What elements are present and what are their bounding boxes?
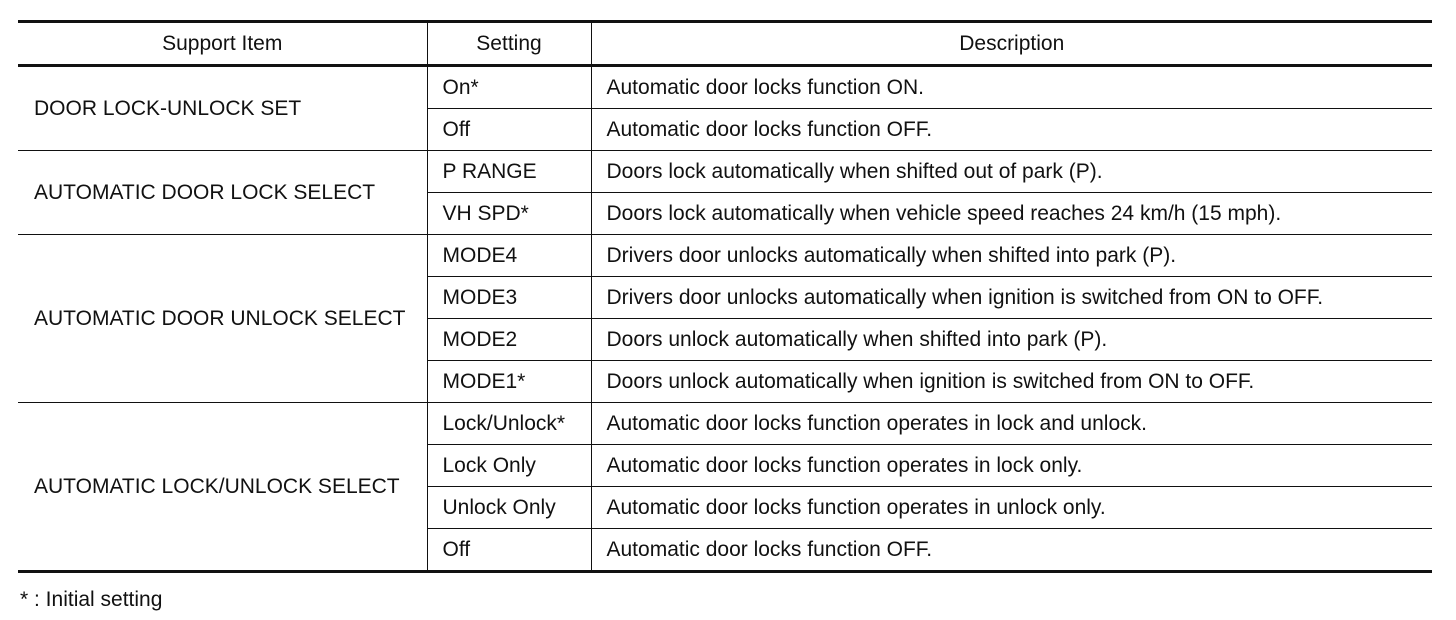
table-row: Unlock Only Automatic door locks functio… bbox=[18, 486, 1432, 529]
header-setting: Setting bbox=[426, 21, 591, 67]
description-cell: Drivers door unlocks automatically when … bbox=[590, 276, 1432, 319]
description-cell: Automatic door locks function operates i… bbox=[590, 402, 1432, 445]
header-support-item: Support Item bbox=[18, 21, 427, 67]
table-row: DOOR LOCK-UNLOCK SET On* Automatic door … bbox=[18, 65, 1432, 151]
description-cell: Automatic door locks function OFF. bbox=[590, 528, 1432, 572]
table-row: MODE1* Doors unlock automatically when i… bbox=[18, 360, 1432, 403]
initial-setting-footnote: * : Initial setting bbox=[20, 588, 163, 611]
table-row: AUTOMATIC LOCK/UNLOCK SELECT Lock/Unlock… bbox=[18, 402, 1432, 572]
setting-cell: P RANGE bbox=[426, 150, 591, 193]
setting-cell: Off bbox=[426, 108, 591, 151]
support-item-cell: DOOR LOCK-UNLOCK SET bbox=[18, 65, 427, 151]
header-description: Description bbox=[590, 21, 1432, 67]
table-header-row: Support Item Setting Description bbox=[18, 21, 1432, 67]
support-item-cell: AUTOMATIC LOCK/UNLOCK SELECT bbox=[18, 402, 427, 572]
description-cell: Automatic door locks function OFF. bbox=[590, 108, 1432, 151]
description-cell: Doors lock automatically when vehicle sp… bbox=[590, 192, 1432, 235]
description-cell: Doors unlock automatically when ignition… bbox=[590, 360, 1432, 403]
support-item-table: Support Item Setting Description DOOR LO… bbox=[18, 20, 1432, 573]
support-item-cell: AUTOMATIC DOOR UNLOCK SELECT bbox=[18, 234, 427, 403]
setting-cell: MODE4 bbox=[426, 234, 591, 277]
table-row: MODE2 Doors unlock automatically when sh… bbox=[18, 318, 1432, 361]
table-row: Off Automatic door locks function OFF. bbox=[18, 528, 1432, 572]
table-row: MODE3 Drivers door unlocks automatically… bbox=[18, 276, 1432, 319]
description-cell: Automatic door locks function ON. bbox=[590, 65, 1432, 109]
setting-cell: Unlock Only bbox=[426, 486, 591, 529]
setting-cell: Off bbox=[426, 528, 591, 572]
setting-cell: VH SPD* bbox=[426, 192, 591, 235]
table-row: AUTOMATIC DOOR UNLOCK SELECT MODE4 Drive… bbox=[18, 234, 1432, 403]
setting-cell: Lock/Unlock* bbox=[426, 402, 591, 445]
description-cell: Doors lock automatically when shifted ou… bbox=[590, 150, 1432, 193]
setting-cell: MODE1* bbox=[426, 360, 591, 403]
table-row: AUTOMATIC DOOR LOCK SELECT P RANGE Doors… bbox=[18, 150, 1432, 235]
description-cell: Drivers door unlocks automatically when … bbox=[590, 234, 1432, 277]
setting-cell: On* bbox=[426, 65, 591, 109]
table-row: VH SPD* Doors lock automatically when ve… bbox=[18, 192, 1432, 235]
description-cell: Automatic door locks function operates i… bbox=[590, 444, 1432, 487]
support-item-cell: AUTOMATIC DOOR LOCK SELECT bbox=[18, 150, 427, 235]
table-row: Off Automatic door locks function OFF. bbox=[18, 108, 1432, 151]
setting-cell: MODE2 bbox=[426, 318, 591, 361]
description-cell: Automatic door locks function operates i… bbox=[590, 486, 1432, 529]
description-cell: Doors unlock automatically when shifted … bbox=[590, 318, 1432, 361]
setting-cell: Lock Only bbox=[426, 444, 591, 487]
table-row: Lock Only Automatic door locks function … bbox=[18, 444, 1432, 487]
setting-cell: MODE3 bbox=[426, 276, 591, 319]
